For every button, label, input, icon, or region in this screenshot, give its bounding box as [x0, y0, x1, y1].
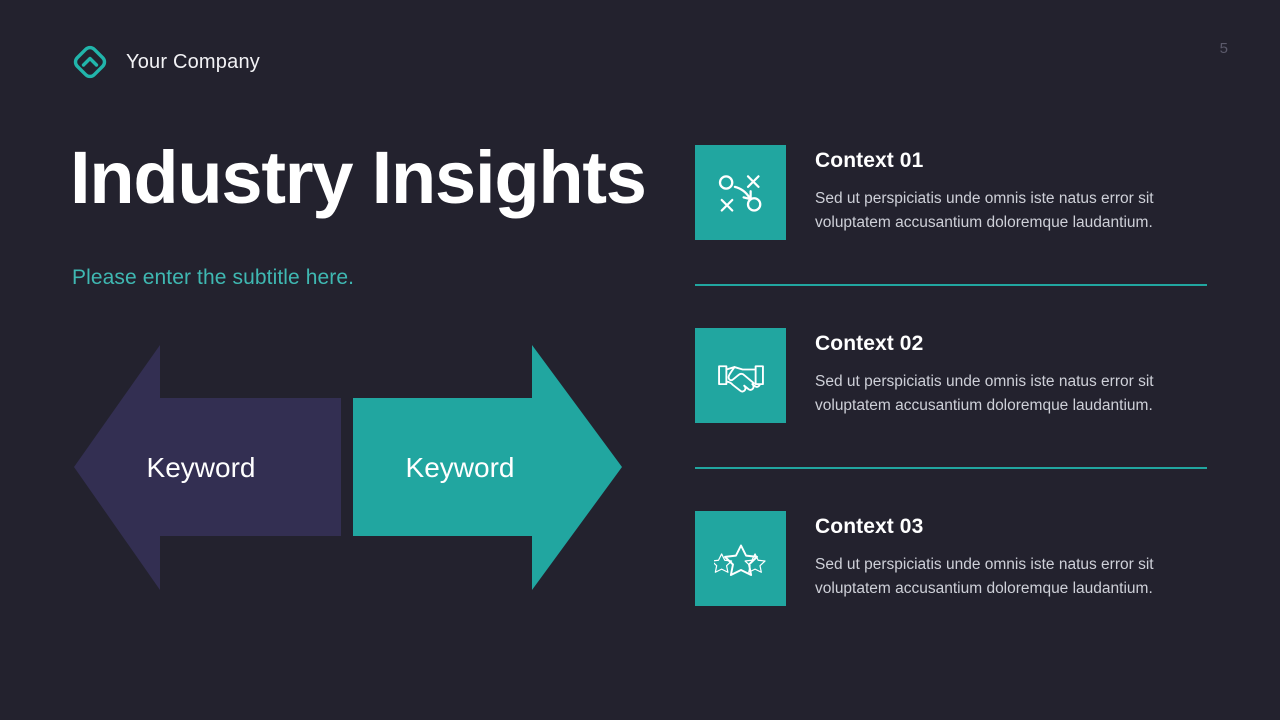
context-description: Sed ut perspiciatis unde omnis iste natu…: [815, 373, 1154, 414]
handshake-icon: [695, 328, 786, 423]
context-title: Context 02: [815, 332, 924, 355]
brand[interactable]: Your Company: [70, 42, 260, 82]
context-separator-2: [695, 467, 1207, 469]
context-body-01: Context 01 Sed ut perspiciatis unde omni…: [815, 145, 1205, 234]
page-number: 5: [1219, 40, 1228, 57]
page-subtitle: Please enter the subtitle here.: [72, 266, 355, 289]
context-description: Sed ut perspiciatis unde omnis iste natu…: [815, 556, 1154, 597]
context-list: Context 01 Sed ut perspiciatis unde omni…: [695, 145, 1207, 606]
left-arrow-shape: [74, 345, 341, 590]
two-way-arrow-diagram: [60, 330, 640, 610]
context-title: Context 03: [815, 515, 924, 538]
context-body-02: Context 02 Sed ut perspiciatis unde omni…: [815, 328, 1205, 417]
context-separator-1: [695, 284, 1207, 286]
diamond-chevron-logo-icon: [70, 42, 110, 82]
context-title: Context 01: [815, 149, 924, 172]
right-arrow-shape: [353, 345, 622, 590]
brand-name: Your Company: [126, 50, 260, 73]
context-body-03: Context 03 Sed ut perspiciatis unde omni…: [815, 511, 1205, 600]
context-item-03[interactable]: Context 03 Sed ut perspiciatis unde omni…: [695, 511, 1207, 606]
context-item-01[interactable]: Context 01 Sed ut perspiciatis unde omni…: [695, 145, 1207, 240]
strategy-playbook-icon: [695, 145, 786, 240]
page-title: Industry Insights: [70, 136, 647, 219]
three-stars-icon: [695, 511, 786, 606]
context-item-02[interactable]: Context 02 Sed ut perspiciatis unde omni…: [695, 328, 1207, 423]
context-description: Sed ut perspiciatis unde omnis iste natu…: [815, 190, 1154, 231]
right-arrow-label: Keyword: [405, 452, 515, 483]
left-arrow-label: Keyword: [146, 452, 256, 483]
